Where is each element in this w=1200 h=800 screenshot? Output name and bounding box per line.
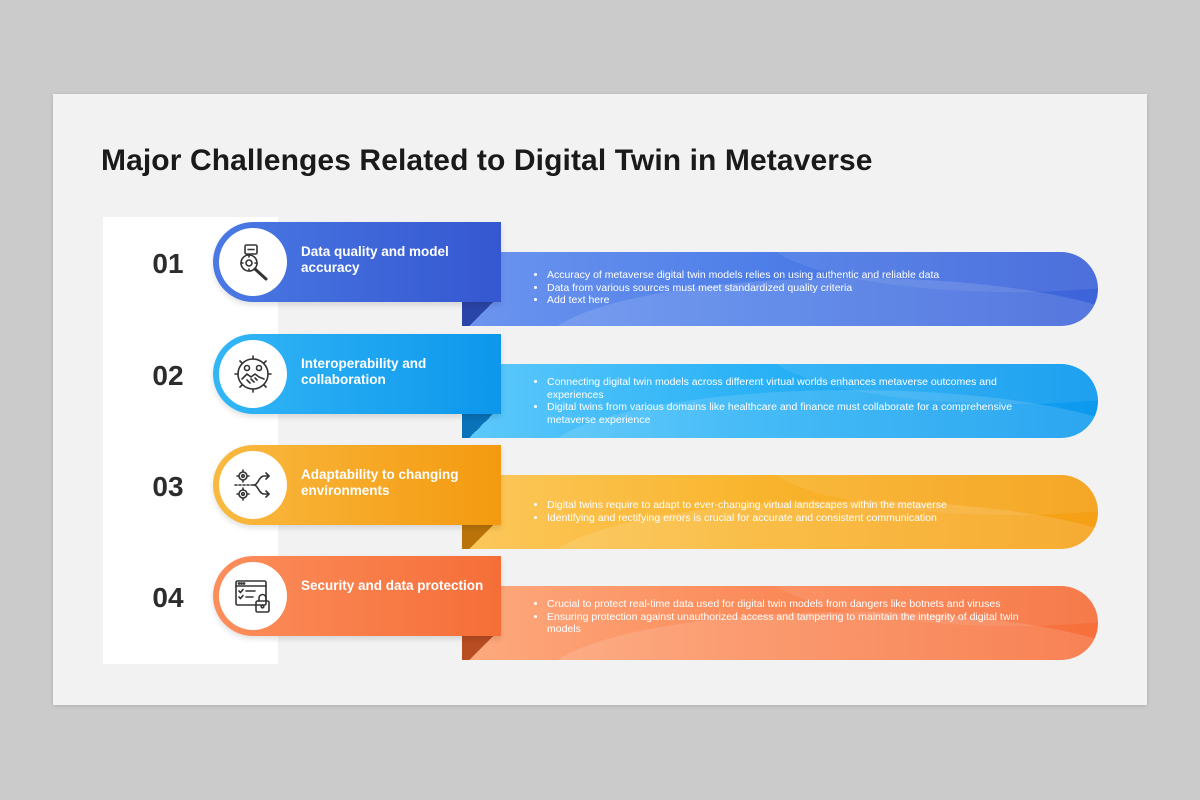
ribbon-fold bbox=[462, 525, 500, 549]
icon-circle bbox=[219, 562, 287, 630]
challenge-row-1: 01 Accuracy of metaverse digital twin mo… bbox=[53, 222, 1147, 326]
challenge-number: 04 bbox=[152, 582, 184, 613]
challenge-detail-bar bbox=[462, 475, 1098, 549]
bullet-item: Identifying and rectifying errors is cru… bbox=[547, 512, 1027, 525]
challenge-heading: Adaptability to changing environments bbox=[301, 467, 459, 498]
challenge-number: 01 bbox=[152, 248, 184, 279]
challenge-detail-bar bbox=[462, 252, 1098, 326]
browser-lock-icon bbox=[235, 580, 270, 613]
page-title: Major Challenges Related to Digital Twin… bbox=[101, 144, 873, 177]
bullet-item: Connecting digital twin models across di… bbox=[547, 376, 1027, 401]
challenge-row-2: 02 Connecting digital twin models across… bbox=[53, 334, 1147, 438]
challenge-bullets: Digital twins require to adapt to ever-c… bbox=[527, 499, 1027, 524]
icon-circle bbox=[219, 340, 287, 408]
icon-circle bbox=[219, 228, 287, 296]
bullet-item: Add text here bbox=[547, 294, 1027, 307]
ribbon-fold bbox=[462, 302, 500, 326]
challenge-number: 03 bbox=[152, 471, 184, 502]
challenge-tab: Interoperability and collaboration bbox=[213, 334, 501, 414]
bullet-item: Digital twins require to adapt to ever-c… bbox=[547, 499, 1027, 512]
challenge-tab: Security and data protection bbox=[213, 556, 501, 636]
slide: Major Challenges Related to Digital Twin… bbox=[53, 94, 1147, 705]
challenge-detail-bar bbox=[462, 586, 1098, 660]
bullet-item: Data from various sources must meet stan… bbox=[547, 282, 1027, 295]
challenge-tab: Adaptability to changing environments bbox=[213, 445, 501, 525]
challenge-tab: Data quality and model accuracy bbox=[213, 222, 501, 302]
challenge-number: 02 bbox=[152, 360, 184, 391]
ribbon-fold bbox=[462, 414, 500, 438]
challenge-detail-bar bbox=[462, 364, 1098, 438]
bullet-item: Digital twins from various domains like … bbox=[547, 401, 1027, 426]
ribbon-fold bbox=[462, 636, 500, 660]
challenge-heading: Data quality and model accuracy bbox=[301, 244, 449, 275]
challenge-bullets: Accuracy of metaverse digital twin model… bbox=[527, 269, 1027, 307]
icon-circle bbox=[219, 451, 287, 519]
bullet-item: Crucial to protect real-time data used f… bbox=[547, 598, 1027, 611]
bullet-item: Accuracy of metaverse digital twin model… bbox=[547, 269, 1027, 282]
challenge-bullets: Connecting digital twin models across di… bbox=[527, 376, 1027, 426]
gears-arrows-icon bbox=[234, 469, 270, 501]
gear-handshake-icon bbox=[234, 355, 272, 393]
bullet-item: Ensuring protection against unauthorized… bbox=[547, 611, 1027, 636]
challenge-row-4: 04 Crucial to protect real-time data use… bbox=[53, 556, 1147, 660]
challenge-bullets: Crucial to protect real-time data used f… bbox=[527, 598, 1027, 636]
challenge-heading: Interoperability and collaboration bbox=[301, 356, 427, 387]
challenge-heading: Security and data protection bbox=[301, 578, 484, 593]
challenge-row-3: 03 Digital twins require to adapt to eve… bbox=[53, 445, 1147, 549]
magnifier-data-icon bbox=[240, 244, 268, 281]
